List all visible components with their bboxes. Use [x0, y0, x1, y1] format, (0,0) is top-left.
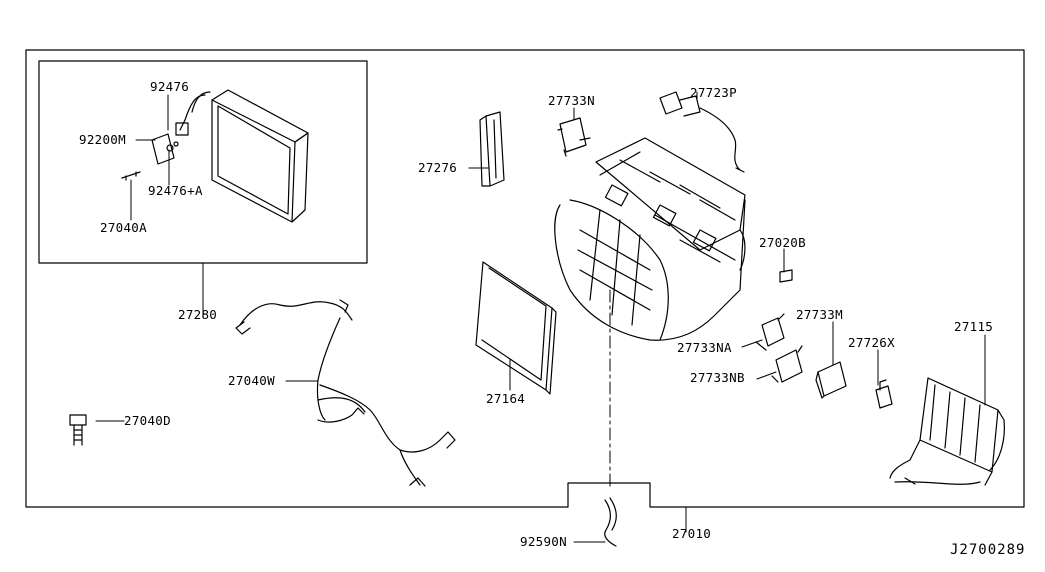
leader-lines	[95, 91, 986, 543]
part-label-27115[interactable]: 27115	[954, 319, 994, 334]
diagram-code: J2700289	[950, 542, 1026, 558]
part-label-27280[interactable]: 27280	[178, 307, 218, 322]
bracket-27040a	[121, 171, 141, 181]
part-label-92590n[interactable]: 92590N	[520, 534, 567, 549]
part-label-27040a[interactable]: 27040A	[100, 220, 147, 235]
sensor-27726x	[875, 379, 893, 409]
wire-harness-27040w	[316, 317, 456, 487]
part-label-27726x[interactable]: 27726X	[848, 335, 895, 350]
part-label-27020b[interactable]: 27020B	[759, 235, 806, 250]
clip-27020b	[779, 269, 793, 283]
part-label-27276[interactable]: 27276	[418, 160, 458, 175]
air-filter-27164	[475, 261, 557, 395]
hvac-housing-27010	[554, 137, 746, 341]
wire-harness-27280	[235, 299, 353, 335]
bolt-27040d	[69, 414, 87, 446]
duct-27276	[479, 111, 505, 187]
evaporator-core	[175, 89, 309, 223]
part-label-27733m[interactable]: 27733M	[796, 307, 843, 322]
part-label-27010[interactable]: 27010	[672, 526, 712, 541]
expansion-valve	[151, 133, 179, 165]
part-label-27733n[interactable]: 27733N	[548, 93, 595, 108]
actuator-27733nb	[771, 345, 803, 383]
part-label-27733nb[interactable]: 27733NB	[690, 370, 745, 385]
part-label-27040w[interactable]: 27040W	[228, 373, 275, 388]
actuator-27733n	[557, 117, 591, 157]
part-label-92476[interactable]: 92476	[150, 79, 190, 94]
assembly-frame	[25, 49, 1025, 508]
heater-core-27115	[889, 377, 1005, 486]
sensor-harness-27723p	[659, 91, 745, 173]
part-label-27733na[interactable]: 27733NA	[677, 340, 732, 355]
actuator-27733na	[755, 313, 785, 351]
evaporator-subassembly-box	[38, 60, 368, 264]
drain-hose-92590n	[604, 497, 617, 547]
part-label-92476-a[interactable]: 92476+A	[148, 183, 203, 198]
part-label-92200m[interactable]: 92200M	[79, 132, 126, 147]
part-label-27164[interactable]: 27164	[486, 391, 526, 406]
part-label-27723p[interactable]: 27723P	[690, 85, 737, 100]
actuator-motor-27733m	[815, 361, 847, 399]
part-label-27040d[interactable]: 27040D	[124, 413, 171, 428]
